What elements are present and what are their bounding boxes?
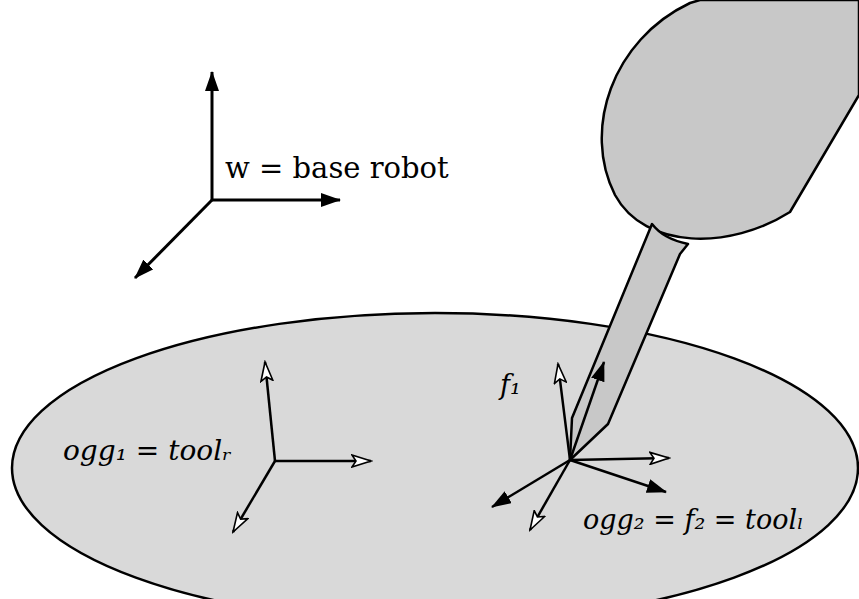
frame-label: f₁ [497,370,524,399]
work-surface [12,313,858,599]
robot-tool [570,0,859,460]
frame-label: w = base robot [222,153,452,184]
tool-frame-f2 [492,362,666,507]
frame-label: ogg₁ = toolᵣ [60,436,235,466]
object-frame [233,362,371,532]
frame-label: ogg₂ = f₂ = toolₗ [580,505,807,534]
